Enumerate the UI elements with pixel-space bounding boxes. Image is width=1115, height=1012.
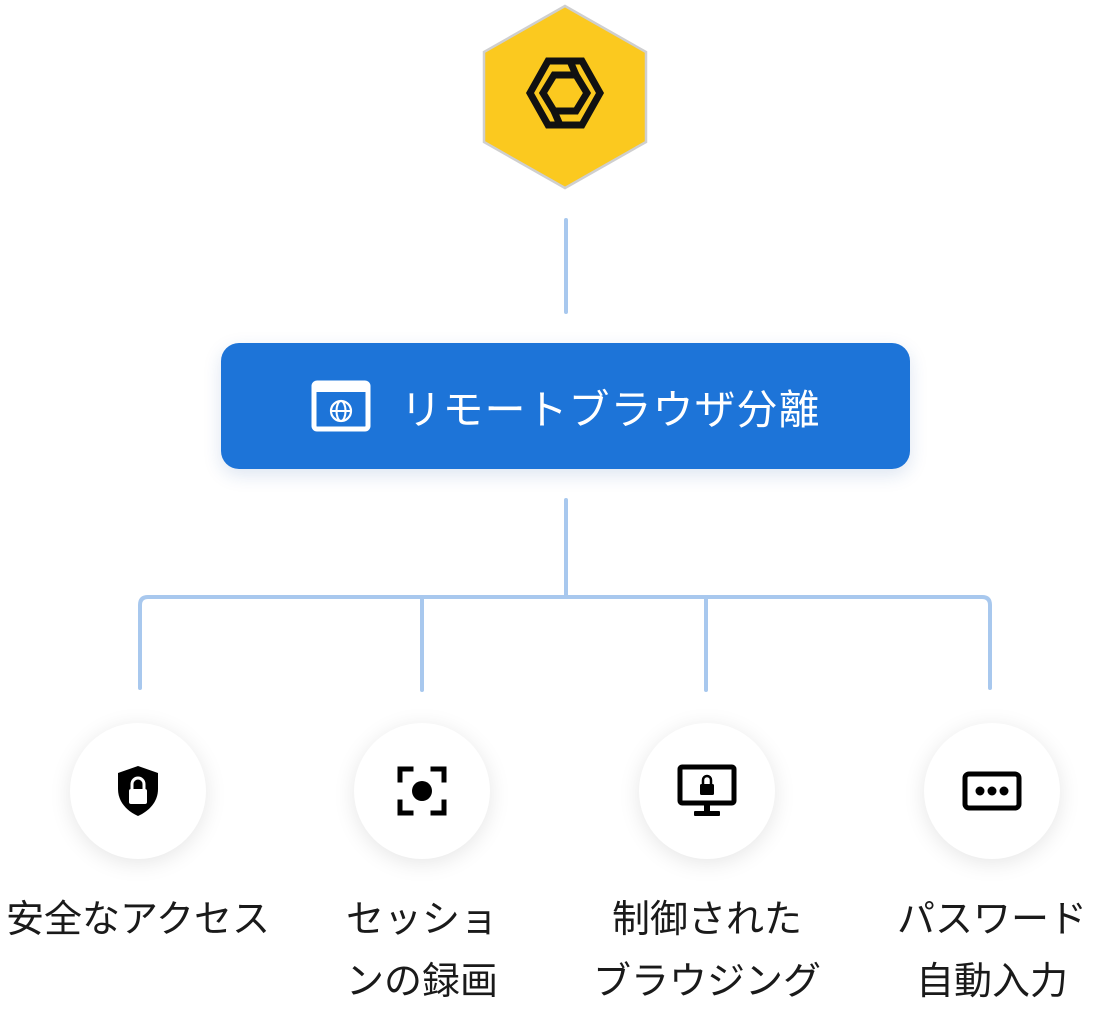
feature-controlled-browsing (639, 723, 775, 859)
focus-record-icon (397, 766, 447, 816)
password-dots-icon (962, 771, 1022, 811)
feature-password-autofill (924, 723, 1060, 859)
feature-session-recording (354, 723, 490, 859)
feature-label-controlled-browsing: 制御された ブラウジング (592, 897, 821, 1003)
browser-globe-icon (311, 380, 370, 432)
main-node-label: リモートブラウザ分離 (400, 386, 821, 434)
connector-branch (138, 595, 992, 690)
top-hexagon-node (480, 3, 650, 191)
remote-browser-isolation-node: リモートブラウザ分離 (221, 343, 910, 469)
feature-label-secure-access: 安全なアクセス (5, 897, 271, 941)
hexagon-logo-icon (482, 4, 648, 190)
feature-label-password-autofill: パスワード 自動入力 (896, 897, 1087, 1003)
feature-secure-access (70, 723, 206, 859)
shield-lock-icon (118, 766, 158, 816)
feature-label-session-recording: セッショ ンの録画 (345, 897, 498, 1003)
monitor-lock-icon (677, 764, 737, 816)
